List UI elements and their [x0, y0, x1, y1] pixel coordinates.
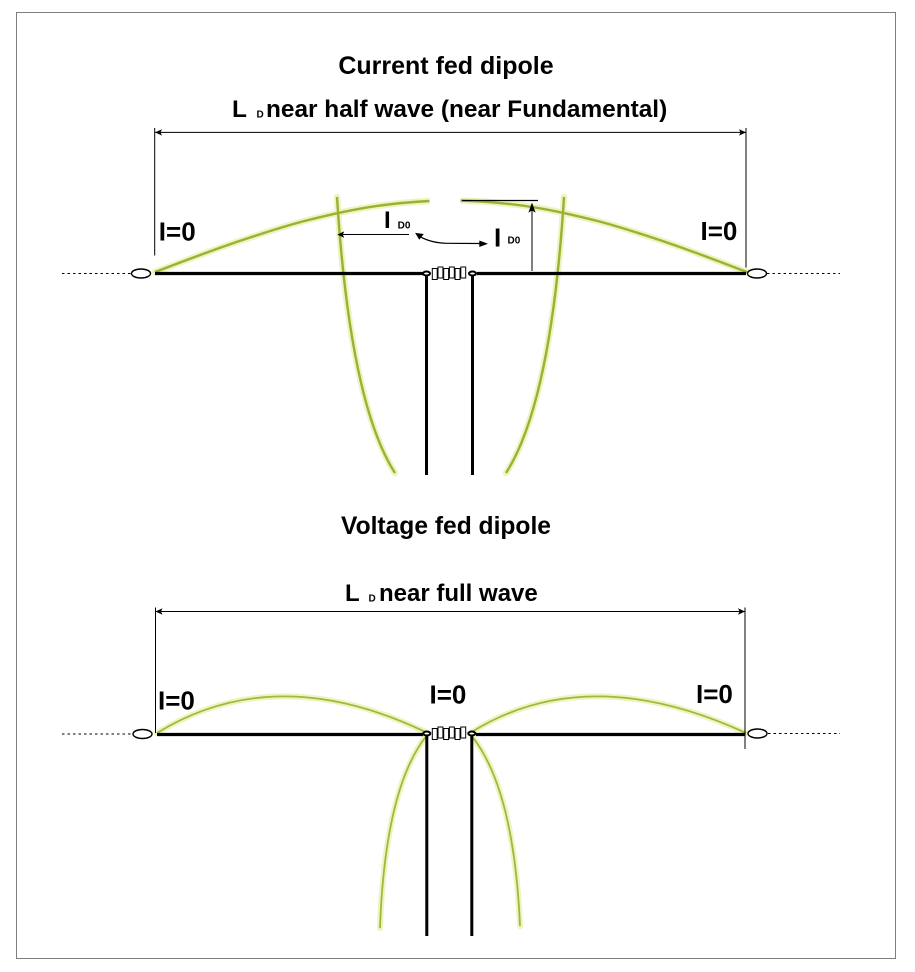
svg-text:L: L — [232, 96, 247, 123]
svg-text:near full wave: near full wave — [379, 580, 538, 607]
svg-text:D0: D0 — [508, 236, 521, 247]
svg-text:Voltage fed dipole: Voltage fed dipole — [341, 513, 551, 540]
svg-text:I: I — [384, 207, 391, 234]
svg-text:Current fed dipole: Current fed dipole — [338, 52, 553, 80]
svg-text:I=0: I=0 — [701, 216, 738, 246]
svg-text:I=0: I=0 — [430, 680, 467, 710]
svg-text:I=0: I=0 — [158, 686, 195, 716]
svg-text:I: I — [494, 222, 501, 252]
svg-text:I=0: I=0 — [696, 679, 733, 709]
svg-text:near half wave (near Fundament: near half wave (near Fundamental) — [266, 96, 667, 123]
svg-text:I=0: I=0 — [159, 217, 196, 247]
svg-text:L: L — [345, 580, 360, 607]
svg-text:D0: D0 — [398, 220, 411, 231]
svg-text:D: D — [369, 594, 376, 605]
svg-text:D: D — [257, 109, 264, 120]
